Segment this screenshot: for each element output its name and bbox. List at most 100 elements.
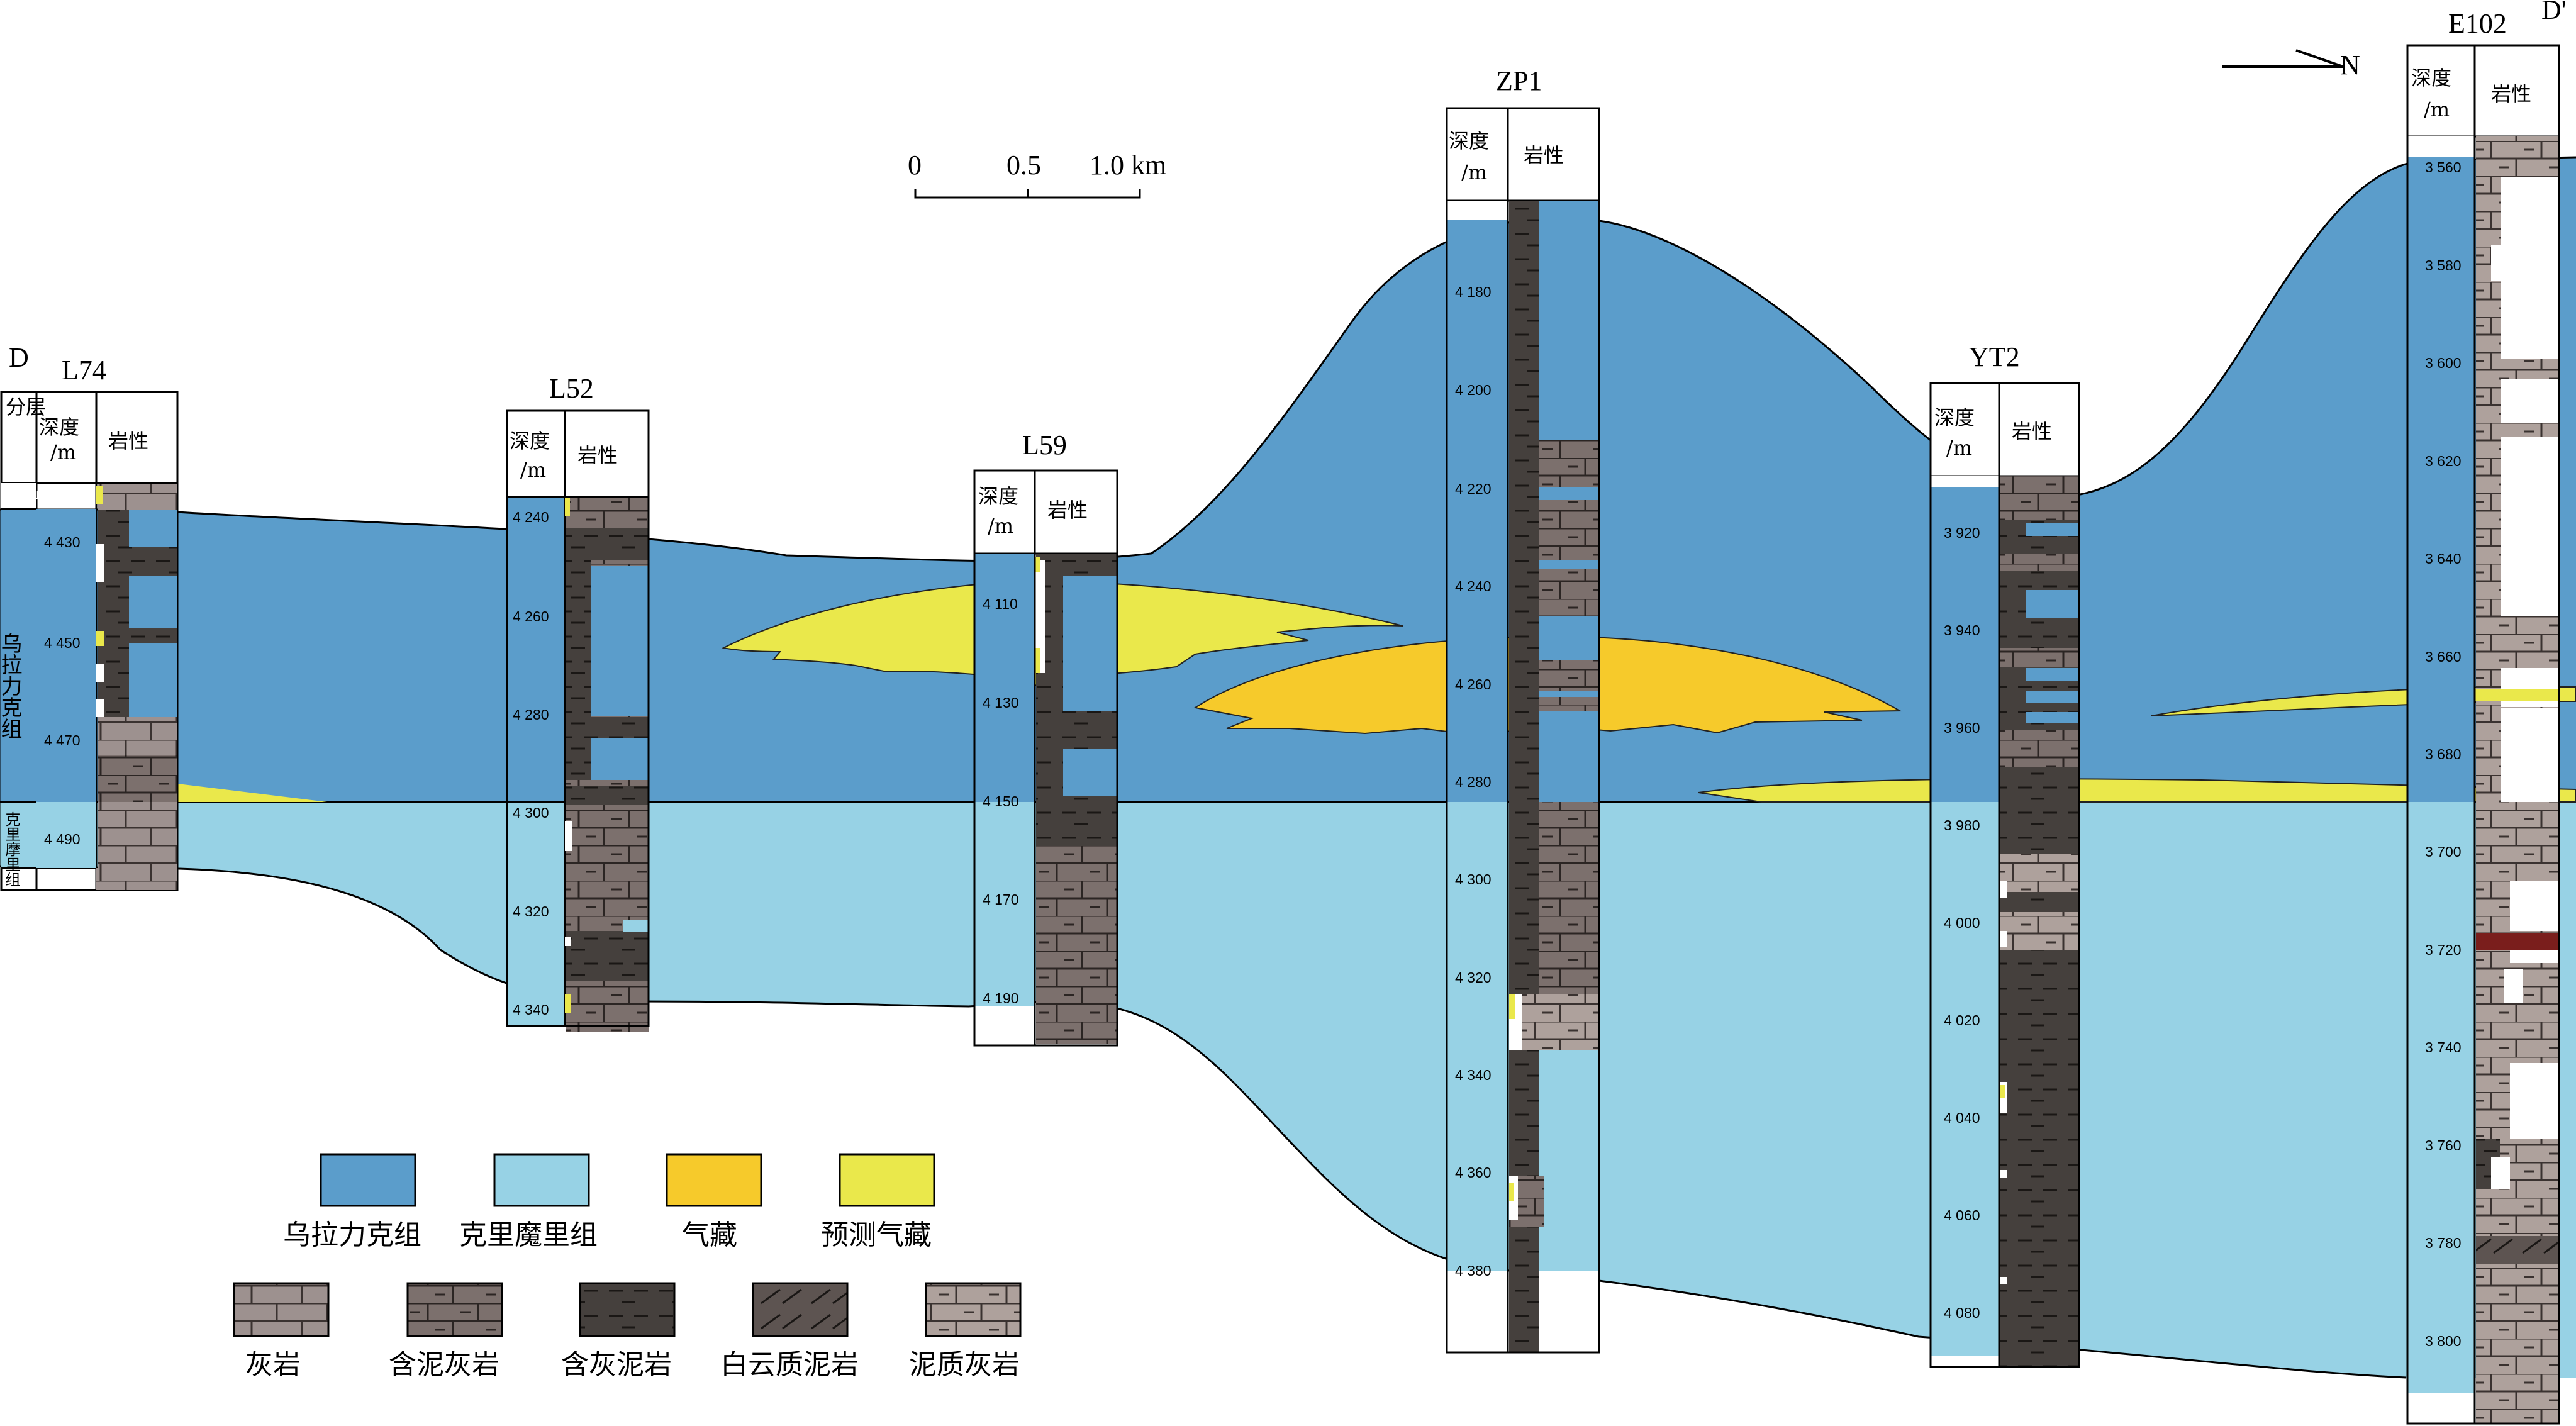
scale-bar: 0 0.5 1.0 km: [908, 150, 1166, 199]
depth-tick: 4 150: [983, 793, 1019, 810]
depth-tick: 4 240: [1455, 578, 1492, 594]
formation-upper-label: 拉什特组: [6, 491, 42, 501]
header-depth: 深度: [2411, 66, 2451, 90]
legend-swatch-predicted-gas: [839, 1153, 935, 1207]
depth-tick: 4 080: [1944, 1305, 1980, 1321]
depth-tick: 4 470: [44, 732, 81, 749]
kelimoli-formation-area: [0, 802, 2576, 1378]
depth-tick: 4 260: [513, 608, 549, 625]
depth-tick: 3 580: [2425, 257, 2462, 274]
depth-tick: 4 450: [44, 635, 81, 651]
depth-tick: 4 490: [44, 831, 81, 847]
depth-tick: 3 600: [2425, 355, 2462, 371]
depth-tick: 4 430: [44, 534, 81, 550]
header-depth-unit: /m: [1461, 160, 1487, 184]
depth-tick: 4 110: [983, 596, 1018, 612]
depth-tick: 4 340: [513, 1001, 549, 1018]
depth-tick: 3 800: [2425, 1333, 2462, 1349]
well-e102: E102 深度 /m 岩性 3 560 3 580 3 600 3 620 3 …: [2406, 8, 2560, 1425]
well-name: YT2: [1969, 342, 2020, 372]
legend-swatch-dolomitic-mudstone: [752, 1282, 849, 1337]
header-depth: 深度: [510, 429, 550, 453]
header-depth: 深度: [1449, 129, 1489, 153]
well-name: L52: [549, 373, 594, 404]
depth-tick: 3 760: [2425, 1137, 2462, 1154]
depth-tick: 4 320: [513, 903, 549, 920]
header-lithology: 岩性: [577, 443, 618, 467]
well-l52: L52 深度 /m 岩性 4 240 4 260 4 280 4 300 4 3…: [506, 373, 650, 1032]
depth-tick: 4 280: [513, 706, 549, 723]
depth-tick: 4 260: [1455, 676, 1492, 693]
well-name: L59: [1022, 430, 1067, 460]
header-depth-unit: /m: [520, 458, 546, 482]
header-lithology: 岩性: [2012, 420, 2052, 443]
predicted-gas-left-edge: [157, 781, 327, 802]
depth-tick: 4 340: [1455, 1067, 1492, 1083]
legend-label: 含泥灰岩: [389, 1349, 499, 1381]
depth-tick: 4 320: [1455, 969, 1492, 986]
depth-tick: 4 190: [983, 990, 1019, 1006]
depth-tick: 3 680: [2425, 746, 2462, 762]
depth-tick: 3 700: [2425, 844, 2462, 860]
north-arrow: N: [2222, 49, 2360, 81]
well-name: E102: [2448, 8, 2507, 39]
header-depth-unit: /m: [50, 440, 76, 464]
formation-wulalike-label: 乌拉力克组: [0, 632, 22, 739]
legend-label: 乌拉力克组: [283, 1219, 421, 1251]
depth-tick: 4 000: [1944, 915, 1980, 931]
depth-tick: 3 560: [2425, 159, 2462, 175]
depth-tick: 4 020: [1944, 1012, 1980, 1028]
header-lithology: 岩性: [2491, 82, 2531, 106]
header-depth: 深度: [978, 484, 1018, 508]
legend-label: 含灰泥岩: [561, 1349, 672, 1381]
header-depth-unit: /m: [1946, 436, 1972, 460]
legend-label: 灰岩: [245, 1349, 301, 1381]
well-name: L74: [62, 355, 106, 386]
depth-tick: 4 300: [513, 805, 549, 821]
legend-swatch-calcareous-mudstone: [579, 1282, 676, 1337]
header-lithology: 岩性: [1047, 498, 1088, 522]
depth-tick: 4 240: [513, 509, 549, 525]
header-lithology: 岩性: [1524, 143, 1564, 167]
header-layer: 分层: [6, 395, 46, 419]
section-end-label: D': [2541, 0, 2567, 25]
depth-tick: 4 040: [1944, 1110, 1980, 1126]
depth-tick: 4 130: [983, 694, 1019, 711]
well-zp1: ZP1 深度 /m 岩性 4 180 4 200 4 220 4 240 4 2…: [1446, 65, 1600, 1354]
north-arrow-icon: N: [2340, 50, 2360, 81]
depth-tick: 3 720: [2425, 942, 2462, 958]
legend-swatch-gas: [666, 1153, 762, 1207]
depth-tick: 3 980: [1944, 817, 1980, 833]
depth-tick: 3 660: [2425, 649, 2462, 665]
depth-tick: 4 360: [1455, 1164, 1492, 1181]
legend: 乌拉力克组 克里魔里组 气藏 预测气藏 灰岩 含泥灰岩 含灰泥岩 白云质泥岩 泥…: [233, 1153, 1022, 1381]
header-depth-unit: /m: [2424, 97, 2450, 121]
legend-label: 泥质灰岩: [909, 1349, 1020, 1381]
depth-tick: 3 960: [1944, 720, 1980, 736]
depth-tick: 4 280: [1455, 774, 1492, 790]
scale-label-1km: 1.0 km: [1090, 150, 1166, 181]
legend-swatch-kelimoli: [493, 1153, 590, 1207]
depth-tick: 4 300: [1455, 871, 1492, 888]
depth-tick: 3 940: [1944, 622, 1980, 638]
legend-swatch-wulalike: [320, 1153, 416, 1207]
well-l74: L74 分层 深度 /m 岩性 拉什特组 乌拉力克组 克里摩里组 4 430 4…: [0, 355, 179, 891]
well-l59: L59 深度 /m 岩性 4 110 4 130 4 150 4 170 4 1…: [973, 430, 1118, 1047]
legend-swatch-muddy-limestone: [925, 1282, 1022, 1337]
legend-label: 预测气藏: [821, 1219, 932, 1251]
depth-tick: 3 920: [1944, 525, 1980, 541]
depth-tick: 4 180: [1455, 284, 1492, 300]
scale-label-0-5: 0.5: [1006, 150, 1041, 181]
header-lithology: 岩性: [108, 429, 148, 453]
depth-tick: 4 220: [1455, 481, 1492, 497]
header-depth-unit: /m: [988, 514, 1013, 538]
well-yt2: YT2 深度 /m 岩性 3 920 3 940 3 960 3 980 4 0…: [1929, 342, 2080, 1368]
depth-tick: 3 740: [2425, 1039, 2462, 1056]
header-depth: 深度: [1934, 406, 1975, 430]
depth-tick: 3 640: [2425, 550, 2462, 567]
depth-tick: 4 170: [983, 891, 1019, 908]
depth-tick: 3 620: [2425, 453, 2462, 469]
formation-kelimoli-label: 克里摩里组: [3, 811, 20, 887]
depth-tick: 4 200: [1455, 382, 1492, 398]
